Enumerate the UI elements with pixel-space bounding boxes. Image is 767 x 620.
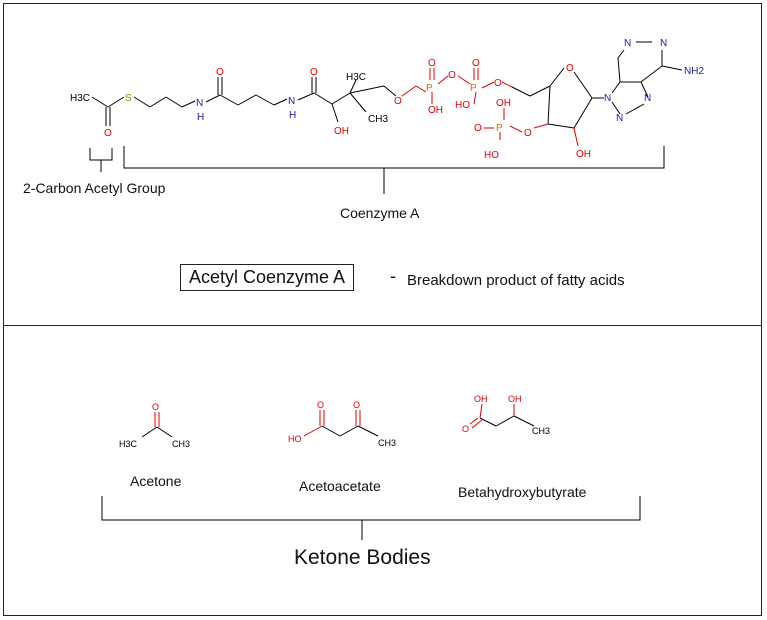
svg-text:N: N — [660, 38, 667, 49]
svg-text:OH: OH — [474, 394, 488, 404]
betahydroxybutyrate-label: Betahydroxybutyrate — [458, 484, 587, 500]
svg-text:N: N — [616, 113, 623, 124]
title-dash: - — [390, 266, 396, 286]
svg-text:N: N — [644, 93, 651, 104]
acetyl-brackets — [89, 146, 665, 194]
svg-text:CH3: CH3 — [172, 439, 190, 449]
svg-text:O: O — [428, 58, 436, 69]
svg-text:N: N — [288, 96, 295, 107]
svg-text:H: H — [289, 110, 296, 121]
svg-text:O: O — [474, 123, 482, 134]
svg-text:CH3: CH3 — [368, 114, 388, 125]
ketone-bodies-panel — [3, 325, 762, 616]
svg-text:H3C: H3C — [346, 72, 366, 83]
svg-text:O: O — [310, 67, 318, 78]
svg-text:P: P — [426, 83, 433, 94]
ketone-bracket — [101, 496, 641, 540]
svg-text:HO: HO — [455, 100, 470, 111]
svg-text:O: O — [448, 70, 456, 81]
coenzyme-a-label: Coenzyme A — [340, 205, 420, 221]
ketone-bodies-label: Ketone Bodies — [294, 546, 431, 569]
svg-text:O: O — [317, 400, 324, 410]
heteroatom-bonds — [401, 68, 579, 147]
svg-text:OH: OH — [496, 98, 511, 109]
svg-text:O: O — [152, 402, 159, 412]
acetyl-coa-title: Acetyl Coenzyme A — [180, 264, 355, 291]
svg-text:H3C: H3C — [119, 439, 138, 449]
svg-text:OH: OH — [508, 394, 522, 404]
svg-text:S: S — [125, 93, 132, 104]
svg-text:O: O — [472, 58, 480, 69]
acetone-label: Acetone — [130, 473, 182, 489]
svg-text:HO: HO — [288, 434, 302, 444]
svg-text:OH: OH — [334, 126, 349, 137]
acetyl-group-label: 2-Carbon Acetyl Group — [23, 180, 166, 196]
svg-text:P: P — [496, 123, 503, 134]
svg-text:O: O — [394, 96, 402, 107]
svg-text:CH3: CH3 — [378, 438, 396, 448]
svg-text:N: N — [604, 93, 611, 104]
svg-text:P: P — [470, 83, 477, 94]
acetyl-coa-description: Breakdown product of fatty acids — [407, 272, 625, 289]
svg-text:N: N — [624, 38, 631, 49]
svg-text:CH3: CH3 — [532, 426, 550, 436]
ketone-bonds — [141, 403, 535, 438]
svg-text:H: H — [197, 112, 204, 123]
svg-text:HO: HO — [484, 150, 499, 161]
svg-text:OH: OH — [576, 149, 591, 160]
svg-text:O: O — [353, 400, 360, 410]
acetyl-coa-panel — [3, 3, 762, 326]
acetoacetate-label: Acetoacetate — [299, 478, 381, 494]
svg-text:O: O — [566, 63, 574, 74]
ketone-atoms: O H3C CH3 O O HO CH3 O OH OH CH3 — [119, 394, 550, 449]
svg-text:N: N — [196, 98, 203, 109]
svg-text:NH2: NH2 — [684, 66, 704, 77]
acetyl-coa-atoms: H3C S O N H O N H O OH H3C CH3 O P O OH … — [70, 38, 704, 161]
svg-text:OH: OH — [428, 105, 443, 116]
svg-text:O: O — [462, 424, 469, 434]
acetyl-coa-bonds — [91, 41, 683, 129]
svg-text:O: O — [524, 128, 532, 139]
svg-text:H3C: H3C — [70, 93, 90, 104]
svg-text:O: O — [494, 78, 502, 89]
svg-text:O: O — [104, 128, 112, 139]
svg-text:O: O — [216, 67, 224, 78]
